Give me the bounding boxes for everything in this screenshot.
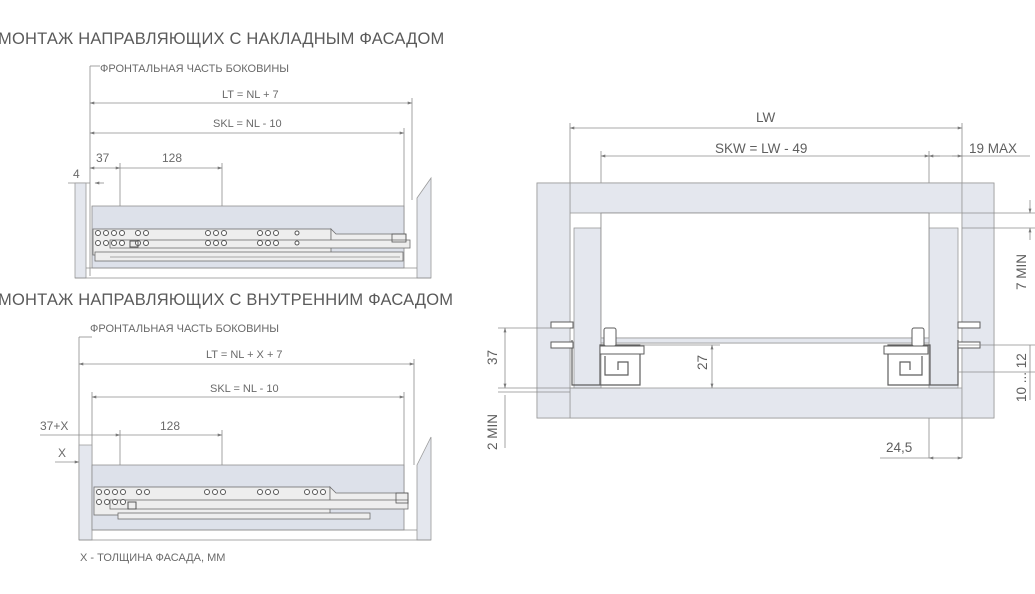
top-left-dim-37: 37 — [96, 151, 110, 165]
top-left-dim-4: 4 — [73, 167, 80, 181]
bottom-left-front-label: ФРОНТАЛЬНАЯ ЧАСТЬ БОКОВИНЫ — [90, 323, 279, 335]
bottom-left-section: МОНТАЖ НАПРАВЛЯЮЩИХ С ВНУТРЕННИМ ФАСАДОМ… — [0, 291, 453, 564]
right-19max-label: 19 MAX — [969, 141, 1017, 156]
cabinet-left-wall — [536, 182, 571, 419]
right-dim-27: 27 — [695, 355, 710, 370]
cabinet-back-panel-2 — [416, 436, 432, 541]
top-left-title: МОНТАЖ НАПРАВЛЯЮЩИХ С НАКЛАДНЫМ ФАСАДОМ — [0, 30, 444, 48]
bottom-left-note: X - ТОЛЩИНА ФАСАДА, ММ — [80, 552, 225, 564]
top-left-front-label: ФРОНТАЛЬНАЯ ЧАСТЬ БОКОВИНЫ — [100, 63, 289, 75]
drawer-left-side — [573, 227, 602, 389]
bottom-left-dim-37x: 37+X — [40, 419, 68, 433]
cabinet-front-edge — [74, 182, 87, 279]
bottom-left-title: МОНТАЖ НАПРАВЛЯЮЩИХ С ВНУТРЕННИМ ФАСАДОМ — [0, 291, 453, 309]
bottom-left-dim-128: 128 — [160, 419, 180, 433]
left-runner-profile — [550, 321, 645, 386]
drawer-right-side — [928, 227, 959, 389]
right-runner-profile — [883, 321, 981, 386]
top-left-section: МОНТАЖ НАПРАВЛЯЮЩИХ С НАКЛАДНЫМ ФАСАДОМ … — [0, 30, 444, 279]
top-left-lt-label: LT = NL + 7 — [222, 89, 279, 101]
top-left-dim-128: 128 — [162, 151, 182, 165]
drawer-front-top — [569, 182, 963, 214]
top-left-skl-label: SKL = NL - 10 — [213, 118, 282, 130]
right-7min-label: 7 MIN — [1014, 254, 1029, 290]
right-section: LW SKW = LW - 49 19 MAX — [485, 110, 1035, 460]
right-lw-label: LW — [756, 110, 776, 125]
right-dim-37: 37 — [485, 350, 500, 365]
bottom-left-dim-x: X — [58, 446, 66, 460]
right-dim-245: 24,5 — [886, 440, 912, 455]
cabinet-bottom — [569, 387, 963, 419]
right-2min-label: 2 MIN — [485, 414, 500, 450]
bottom-left-lt-label: LT = NL + X + 7 — [206, 349, 283, 361]
drawer-runner-top — [92, 228, 411, 262]
inset-front-panel — [78, 444, 93, 541]
bottom-left-skl-label: SKL = NL - 10 — [210, 383, 279, 395]
right-range-label: 10 ... 12 — [1014, 353, 1029, 402]
cabinet-back-panel — [416, 176, 432, 279]
drawer-runner-bottom — [93, 486, 409, 520]
cabinet-right-wall — [961, 182, 995, 419]
right-skw-label: SKW = LW - 49 — [715, 141, 807, 156]
